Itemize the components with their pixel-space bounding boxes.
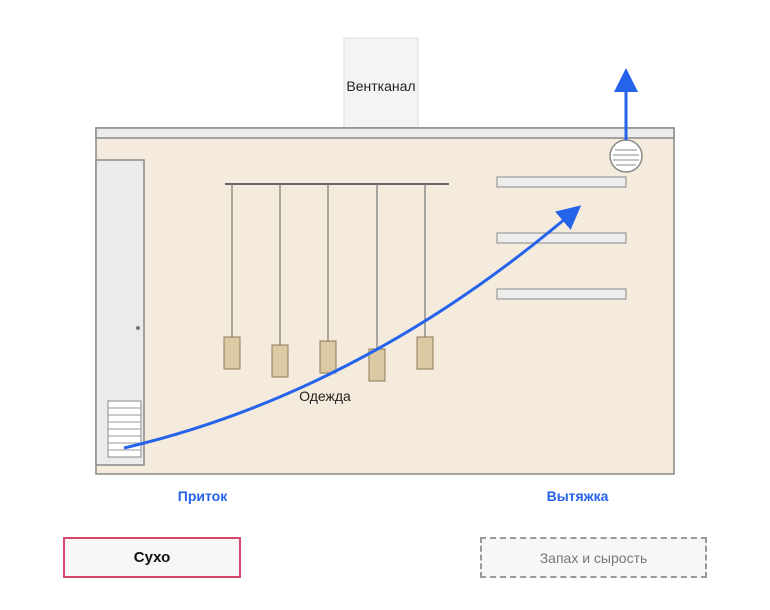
- shelf-1: [496, 176, 627, 188]
- dry-state-label: Сухо: [133, 549, 171, 566]
- exhaust-label: Вытяжка: [546, 488, 609, 504]
- dry-state-box: Сухо: [63, 537, 241, 578]
- hanger-4: [368, 184, 386, 382]
- hanger-3: [319, 184, 337, 374]
- closet-ceiling: [95, 127, 675, 139]
- duct-label: Вентканал: [346, 78, 416, 94]
- clothes-label: Одежда: [299, 388, 351, 404]
- hanger-1: [223, 184, 241, 370]
- hanger-2: [271, 184, 289, 378]
- airflow-arrow: [123, 205, 582, 450]
- damp-state-box: Запах и сырость: [480, 537, 707, 578]
- hanger-5: [416, 184, 434, 370]
- damp-state-label: Запах и сырость: [539, 549, 648, 566]
- door-handle: [136, 326, 140, 330]
- shelf-2: [496, 232, 627, 244]
- vent-duct: [343, 37, 419, 129]
- shelf-3: [496, 288, 627, 300]
- inflow-label: Приток: [177, 488, 228, 504]
- exhaust-vent: [609, 139, 643, 173]
